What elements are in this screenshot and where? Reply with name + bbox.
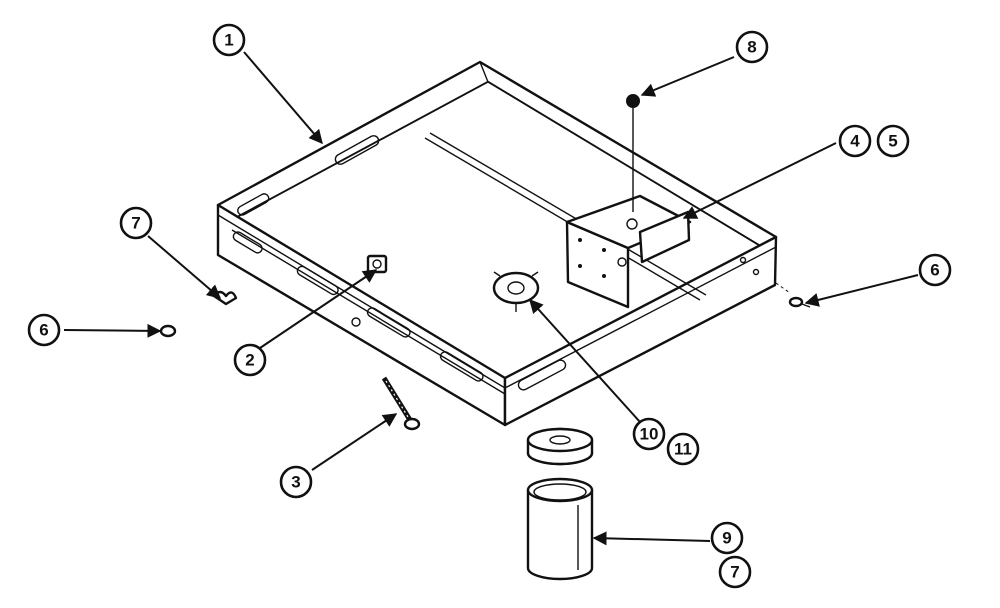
svg-text:7: 7 <box>730 563 739 582</box>
svg-text:1: 1 <box>224 31 233 50</box>
svg-text:4: 4 <box>850 132 860 151</box>
leveling-screw <box>381 376 421 431</box>
foot-cap <box>526 427 594 466</box>
callout-7-upper: 7 <box>119 206 153 240</box>
knob <box>626 94 640 212</box>
callout-1: 1 <box>212 23 246 57</box>
base-pan <box>216 60 778 427</box>
leader-1 <box>243 51 323 145</box>
svg-text:7: 7 <box>131 214 140 233</box>
leader-3 <box>311 413 398 471</box>
callout-7-lower: 7 <box>718 555 752 589</box>
leader-6-right <box>804 274 919 307</box>
svg-text:5: 5 <box>888 132 897 151</box>
svg-text:10: 10 <box>640 425 659 444</box>
foot-cup <box>526 477 594 581</box>
leader-4 <box>682 142 837 219</box>
small-screw-left <box>159 324 177 338</box>
callout-9: 9 <box>710 521 744 555</box>
leader-7 <box>147 235 222 299</box>
svg-text:2: 2 <box>245 351 254 370</box>
leader-6-left <box>63 323 162 338</box>
svg-text:9: 9 <box>722 529 731 548</box>
callout-4: 4 <box>838 124 872 158</box>
callout-3: 3 <box>279 465 313 499</box>
callout-8: 8 <box>735 30 769 64</box>
callout-10: 10 <box>632 417 666 451</box>
callout-6-left: 6 <box>27 313 61 347</box>
leader-2 <box>259 269 378 349</box>
callout-5: 5 <box>876 124 910 158</box>
leader-9 <box>592 531 711 546</box>
svg-text:6: 6 <box>930 261 939 280</box>
leader-8 <box>640 56 735 97</box>
clip-nut <box>366 254 388 274</box>
bracket <box>565 194 692 309</box>
leveling-hub <box>492 271 540 312</box>
callout-6-right: 6 <box>918 253 952 287</box>
svg-text:8: 8 <box>747 38 756 57</box>
svg-text:11: 11 <box>674 440 692 459</box>
leader-10 <box>529 298 641 423</box>
svg-text:3: 3 <box>291 473 300 492</box>
small-screw-right <box>788 296 811 308</box>
svg-text:6: 6 <box>39 321 48 340</box>
wing-nut <box>212 290 238 306</box>
callout-2: 2 <box>233 343 267 377</box>
callout-11: 11 <box>666 432 700 466</box>
